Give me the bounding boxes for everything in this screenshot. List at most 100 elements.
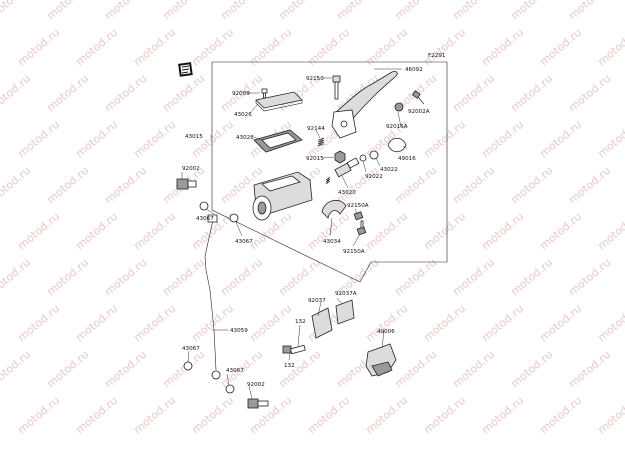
part-label: 92002 bbox=[182, 166, 200, 172]
watermark-text: motod.ru bbox=[450, 164, 497, 206]
watermark-text: motod.ru bbox=[189, 394, 236, 436]
watermark-text: motod.ru bbox=[508, 0, 555, 22]
watermark-text: motod.ru bbox=[276, 0, 323, 22]
watermark-text: motod.ru bbox=[131, 210, 178, 252]
watermark-text: motod.ru bbox=[566, 72, 613, 114]
cap-screw[interactable] bbox=[261, 88, 268, 99]
brake-light-switch[interactable] bbox=[365, 343, 397, 377]
watermark-text: motod.ru bbox=[276, 348, 323, 390]
part-label: 43067 bbox=[235, 239, 253, 245]
handlebar-clamp[interactable] bbox=[321, 199, 347, 219]
watermark-text: motod.ru bbox=[479, 302, 526, 344]
part-label: 92015A bbox=[386, 124, 408, 130]
part-label: 92009 bbox=[232, 91, 250, 97]
watermark-text: motod.ru bbox=[73, 302, 120, 344]
washer-lower-b[interactable] bbox=[225, 384, 235, 394]
watermark-text: motod.ru bbox=[0, 72, 33, 114]
part-labels: 46092 92150 92002A 92009 43026 43015 430… bbox=[182, 67, 430, 388]
washer-upper-a[interactable] bbox=[199, 201, 209, 211]
watermark-text: motod.ru bbox=[537, 302, 584, 344]
watermark-text: motod.ru bbox=[421, 302, 468, 344]
watermark-text: motod.ru bbox=[392, 0, 439, 22]
watermark-text: motod.ru bbox=[44, 72, 91, 114]
watermark-text: motod.ru bbox=[102, 72, 149, 114]
part-label: 92037A bbox=[335, 291, 357, 297]
part-label: 132 bbox=[284, 363, 295, 369]
watermark-text: motod.ru bbox=[392, 348, 439, 390]
circlip[interactable] bbox=[369, 150, 379, 160]
watermark-text: motod.ru bbox=[44, 348, 91, 390]
brake-hose[interactable] bbox=[204, 214, 221, 380]
part-label: 92022 bbox=[365, 174, 383, 180]
brake-lever[interactable] bbox=[331, 70, 398, 139]
bracket-bolt[interactable] bbox=[282, 344, 306, 355]
part-label: 43026 bbox=[234, 112, 252, 118]
banjo-bolt-upper[interactable] bbox=[176, 178, 197, 190]
watermark-text: motod.ru bbox=[160, 348, 207, 390]
watermark-text: motod.ru bbox=[0, 0, 33, 22]
watermark-text: motod.ru bbox=[479, 118, 526, 160]
watermark-text: motod.ru bbox=[508, 72, 555, 114]
watermark-text: motod.ru bbox=[537, 118, 584, 160]
watermark-text: motod.ru bbox=[189, 302, 236, 344]
watermark-text: motod.ru bbox=[595, 118, 625, 160]
banjo-bolt-lower[interactable] bbox=[247, 398, 269, 409]
watermark-text: motod.ru bbox=[450, 348, 497, 390]
watermark-text: motod.ru bbox=[450, 256, 497, 298]
watermark-text: motod.ru bbox=[566, 256, 613, 298]
hose-bracket[interactable] bbox=[311, 299, 355, 339]
figure-code: F2291 bbox=[428, 53, 446, 59]
watermark-text: motod.ru bbox=[0, 164, 33, 206]
watermark-text: motod.ru bbox=[131, 26, 178, 68]
part-label: 92015 bbox=[306, 156, 324, 162]
part-label: 49016 bbox=[398, 156, 416, 162]
watermark-text: motod.ru bbox=[15, 26, 62, 68]
watermark-text: motod.ru bbox=[160, 0, 207, 22]
watermark-text: motod.ru bbox=[421, 394, 468, 436]
pivot-bolt[interactable] bbox=[332, 75, 341, 100]
watermark-text: motod.ru bbox=[508, 164, 555, 206]
watermark-text: motod.ru bbox=[44, 256, 91, 298]
washer[interactable] bbox=[359, 154, 367, 162]
watermark-text: motod.ru bbox=[73, 26, 120, 68]
part-label: 43020 bbox=[338, 190, 356, 196]
watermark-text: motod.ru bbox=[0, 348, 33, 390]
watermark-text: motod.ru bbox=[595, 394, 625, 436]
watermark-text: motod.ru bbox=[305, 394, 352, 436]
part-label: 43015 bbox=[185, 134, 203, 140]
diaphragm[interactable] bbox=[253, 129, 303, 153]
watermark-text: motod.ru bbox=[595, 210, 625, 252]
watermark-text: motod.ru bbox=[334, 0, 381, 22]
piston-assembly[interactable] bbox=[325, 157, 360, 185]
watermark-text: motod.ru bbox=[537, 394, 584, 436]
reservoir-cap[interactable] bbox=[255, 91, 303, 112]
watermark-text: motod.ru bbox=[73, 210, 120, 252]
watermark-text: motod.ru bbox=[218, 0, 265, 22]
watermark-text: motod.ru bbox=[247, 302, 294, 344]
master-cylinder-body[interactable] bbox=[252, 171, 313, 221]
clamp-bolt-lower[interactable] bbox=[356, 220, 367, 236]
watermark-text: motod.ru bbox=[0, 256, 33, 298]
part-label: 43059 bbox=[230, 328, 248, 334]
watermark-text: motod.ru bbox=[15, 302, 62, 344]
washer-lower-a[interactable] bbox=[183, 361, 193, 371]
lever-nut[interactable] bbox=[394, 102, 404, 112]
lever-adjust-bolt[interactable] bbox=[411, 90, 425, 105]
part-label: 92037 bbox=[308, 298, 326, 304]
washer-upper-b[interactable] bbox=[229, 213, 239, 223]
clamp-bolt-upper[interactable] bbox=[353, 211, 364, 221]
watermark-text: motod.ru bbox=[160, 72, 207, 114]
watermark-text: motod.ru bbox=[479, 210, 526, 252]
watermark-text: motod.ru bbox=[131, 394, 178, 436]
pivot-nut[interactable] bbox=[334, 150, 346, 164]
watermark-text: motod.ru bbox=[160, 256, 207, 298]
part-label: 43067 bbox=[196, 216, 214, 222]
watermark-text: motod.ru bbox=[131, 118, 178, 160]
watermark-text: motod.ru bbox=[508, 348, 555, 390]
spring[interactable] bbox=[317, 137, 325, 147]
dust-boot[interactable] bbox=[387, 137, 407, 153]
watermark-text: motod.ru bbox=[479, 394, 526, 436]
watermark-text: motod.ru bbox=[450, 0, 497, 22]
part-label: 43067 bbox=[182, 346, 200, 352]
